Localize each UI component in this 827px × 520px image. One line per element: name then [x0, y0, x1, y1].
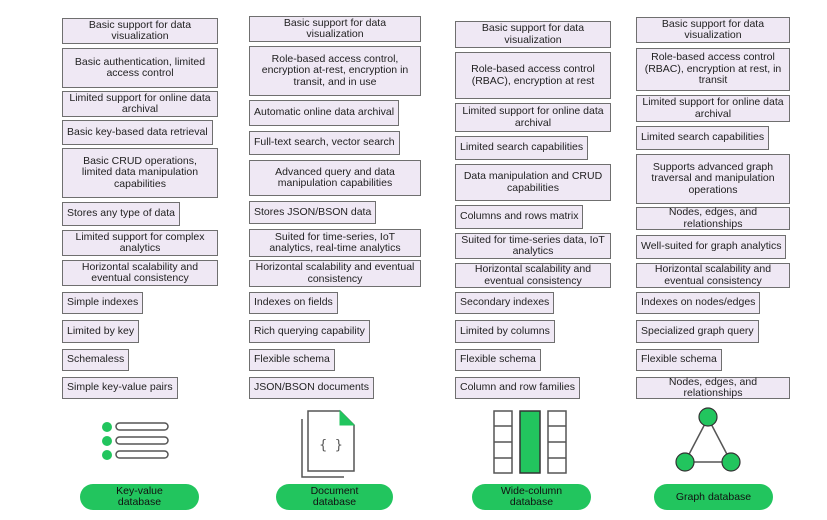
cell: Role-based access control (RBAC), encryp…	[636, 48, 790, 91]
label-document: Document database	[276, 484, 393, 510]
cell: Full-text search, vector search	[249, 131, 400, 155]
svg-text:{ }: { }	[319, 438, 342, 453]
cell: Limited search capabilities	[636, 126, 770, 150]
cell: Stores JSON/BSON data	[249, 201, 377, 224]
cell: Basic CRUD operations, limited data mani…	[62, 148, 218, 198]
cell: Columns and rows matrix	[455, 205, 584, 229]
graph-triangle-icon	[675, 407, 741, 472]
cell: Limited search capabilities	[455, 136, 589, 160]
cell: Limited by key	[62, 320, 140, 343]
cell: Column and row families	[455, 377, 580, 399]
cell: Supports advanced graph traversal and ma…	[636, 154, 790, 204]
cell: Role-based access control, encryption at…	[249, 46, 421, 96]
cell: Horizontal scalability and eventual cons…	[636, 263, 790, 288]
cell: JSON/BSON documents	[249, 377, 374, 399]
columns-icon	[493, 410, 567, 474]
cell: Basic support for data visualization	[62, 18, 218, 44]
cell: Suited for time-series data, IoT analyti…	[455, 233, 611, 259]
cell: Horizontal scalability and eventual cons…	[455, 263, 611, 288]
cell: Flexible schema	[636, 349, 722, 371]
cell: Role-based access control (RBAC), encryp…	[455, 52, 611, 99]
cell: Well-suited for graph analytics	[636, 235, 787, 259]
cell: Specialized graph query	[636, 320, 759, 343]
list-icon	[102, 422, 169, 460]
cell: Indexes on nodes/edges	[636, 292, 761, 314]
label-key-value: Key-value database	[80, 484, 199, 510]
cell: Flexible schema	[455, 349, 541, 371]
cell: Limited support for online data archival	[636, 95, 790, 122]
cell: Rich querying capability	[249, 320, 370, 343]
cell: Advanced query and data manipulation cap…	[249, 160, 421, 196]
cell: Indexes on fields	[249, 292, 338, 314]
cell: Automatic online data archival	[249, 100, 400, 126]
cell: Schemaless	[62, 349, 130, 371]
cell: Data manipulation and CRUD capabilities	[455, 164, 611, 201]
cell: Basic authentication, limited access con…	[62, 48, 218, 88]
cell: Nodes, edges, and relationships	[636, 206, 790, 230]
label-graph: Graph database	[654, 484, 773, 510]
cell: Flexible schema	[249, 349, 335, 371]
cell: Basic key-based data retrieval	[62, 120, 213, 145]
cell: Basic support for data visualization	[636, 17, 790, 43]
cell: Horizontal scalability and eventual cons…	[249, 260, 421, 287]
cell: Limited support for online data archival	[62, 91, 218, 117]
document-json-icon: { }	[301, 409, 356, 478]
label-wide-column: Wide-column database	[472, 484, 591, 510]
cell: Limited support for complex analytics	[62, 230, 218, 256]
cell: Simple indexes	[62, 292, 144, 314]
cell: Basic support for data visualization	[249, 16, 421, 42]
cell: Limited support for online data archival	[455, 103, 611, 132]
cell: Suited for time-series, IoT analytics, r…	[249, 229, 421, 257]
cell: Simple key-value pairs	[62, 377, 178, 399]
cell: Secondary indexes	[455, 292, 555, 314]
cell: Limited by columns	[455, 320, 555, 343]
cell: Horizontal scalability and eventual cons…	[62, 260, 218, 286]
cell: Basic support for data visualization	[455, 21, 611, 48]
cell: Stores any type of data	[62, 202, 180, 226]
cell: Nodes, edges, and relationships	[636, 376, 790, 399]
